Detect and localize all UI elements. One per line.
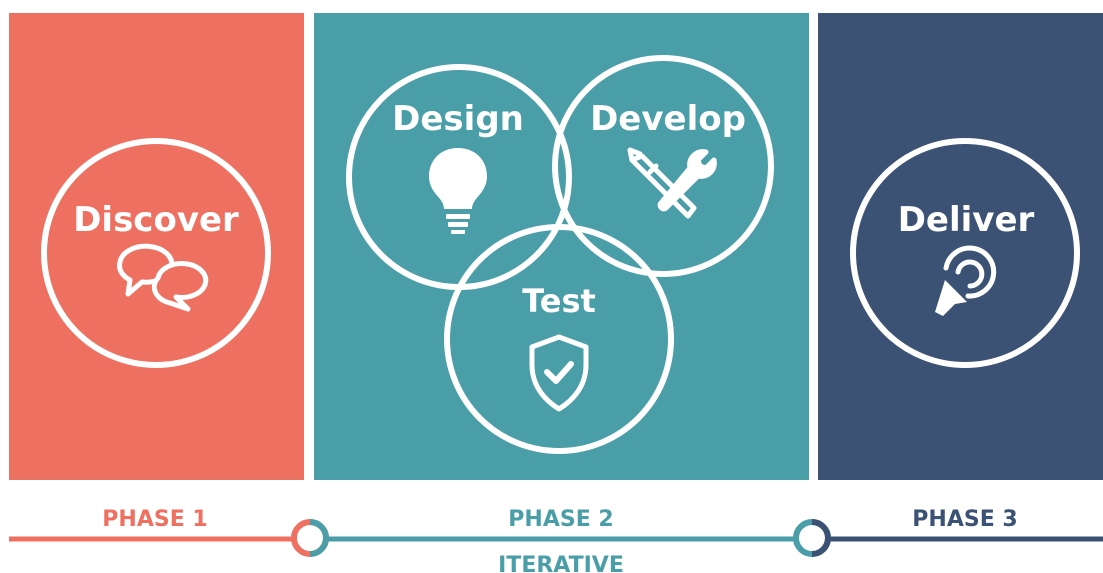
target-cursor-icon: [935, 245, 997, 316]
timeline: PHASE 1 PHASE 2 PHASE 3 ITERATIVE: [9, 507, 1103, 573]
test-circle: [444, 224, 674, 454]
phase2-panel: [314, 13, 809, 480]
discover-label: Discover: [73, 200, 239, 240]
deliver-stage: Deliver: [850, 138, 1080, 368]
deliver-label: Deliver: [898, 200, 1035, 240]
iterative-label: ITERATIVE: [498, 553, 624, 573]
discover-circle: [41, 138, 271, 368]
phase1-label: PHASE 1: [102, 507, 207, 532]
tools-icon: [627, 147, 717, 219]
develop-circle: [552, 55, 774, 277]
develop-stage: Develop: [552, 55, 774, 277]
chat-bubbles-icon: [117, 243, 209, 312]
phase3-label: PHASE 3: [912, 507, 1017, 532]
shield-check-icon: [529, 334, 589, 412]
phase2-label: PHASE 2: [508, 507, 613, 532]
phase3-panel: [818, 13, 1103, 480]
develop-label: Develop: [590, 99, 746, 139]
test-stage: Test: [444, 224, 674, 454]
lightbulb-icon: [429, 148, 487, 234]
design-stage: Design: [346, 64, 572, 290]
discover-stage: Discover: [41, 138, 271, 368]
test-label: Test: [522, 282, 596, 320]
design-label: Design: [392, 99, 524, 139]
deliver-circle: [850, 138, 1080, 368]
